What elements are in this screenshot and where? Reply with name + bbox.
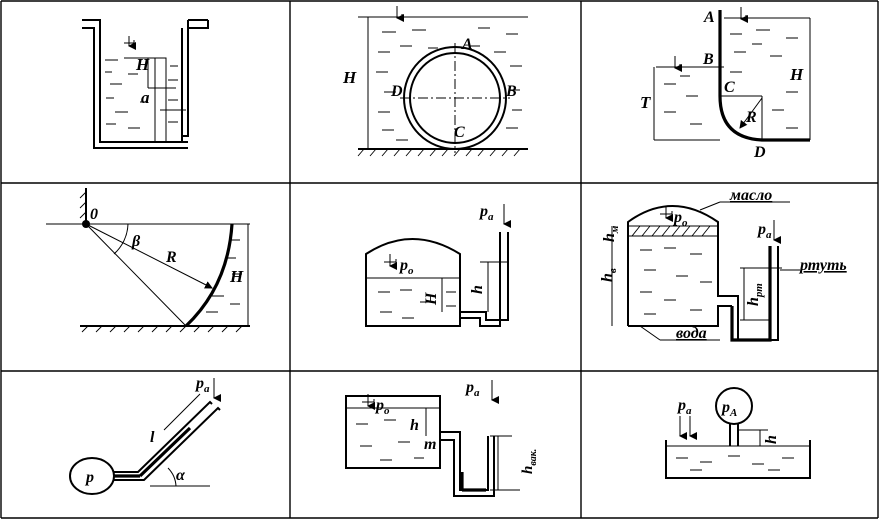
pa-main: p — [464, 379, 474, 396]
label-p0: po — [398, 257, 414, 277]
p0-sub: o — [682, 217, 688, 229]
pa-sub: a — [488, 211, 494, 223]
cell-2-pipe-in-water: H A B C D — [342, 6, 528, 157]
label-p: p — [84, 469, 94, 486]
label-voda: вода — [676, 325, 707, 342]
pA-sub: A — [729, 407, 737, 419]
label-pa: pa — [676, 397, 692, 417]
label-beta: β — [131, 233, 141, 250]
cell-7-inclined-manometer: pa l α p — [69, 375, 221, 495]
p0-sub: o — [384, 405, 390, 417]
label-alpha: α — [176, 467, 186, 484]
label-m: m — [424, 436, 436, 453]
hv-sub: в — [607, 268, 619, 273]
label-H: H — [135, 55, 150, 74]
label-a: a — [141, 88, 150, 107]
cell-8-vacuum-gauge: po pa h m hвак. — [345, 379, 539, 497]
label-H: H — [342, 68, 357, 87]
label-l: l — [150, 429, 155, 446]
cell-1-tank: H a — [82, 19, 209, 149]
cell-4-sector-gate: 0 β R H — [46, 188, 250, 333]
p0-main: p — [398, 257, 408, 274]
hv-main: h — [599, 273, 616, 282]
label-h: h — [763, 435, 780, 444]
label-zero: 0 — [90, 206, 98, 223]
label-A: A — [461, 36, 473, 53]
label-H: H — [423, 292, 440, 306]
label-R: R — [745, 109, 757, 126]
label-D: D — [390, 83, 403, 100]
cell-9-gauge-tank: pa pA h — [665, 387, 811, 479]
pa-main: p — [756, 221, 766, 238]
pa-sub: a — [204, 383, 210, 395]
pA-main: p — [720, 399, 730, 416]
hvak-main: h — [520, 466, 536, 474]
label-hm: hм — [601, 225, 621, 242]
p0-main: p — [374, 397, 384, 414]
label-T: T — [640, 93, 651, 112]
cell-5-closed-tank-piezometer: pa po H h — [365, 203, 511, 327]
label-hrt: hрт — [745, 283, 765, 306]
hrt-main: h — [745, 297, 762, 306]
label-C: C — [724, 79, 735, 96]
pa-main: p — [194, 375, 204, 392]
p0-main: p — [672, 209, 682, 226]
cell-3-curved-wall: A B C D H T R — [640, 7, 811, 161]
label-C: C — [454, 124, 465, 141]
label-hvak: hвак. — [520, 449, 539, 474]
label-p0: po — [672, 209, 688, 229]
pa-sub: a — [686, 405, 692, 417]
label-D: D — [753, 144, 766, 161]
label-pa: pa — [756, 221, 772, 241]
label-maslo: масло — [729, 187, 772, 204]
pa-sub: a — [766, 229, 772, 241]
label-h: h — [469, 285, 486, 294]
label-p0: po — [374, 397, 390, 417]
label-rtut: ртуть — [798, 257, 847, 274]
pa-main: p — [676, 397, 686, 414]
label-B: B — [505, 83, 517, 100]
label-H: H — [229, 267, 244, 286]
label-pa: pa — [464, 379, 480, 399]
hvak-sub: вак. — [528, 449, 539, 466]
label-pa: pa — [194, 375, 210, 395]
label-pA: pA — [720, 399, 737, 419]
label-hv: hв — [599, 268, 619, 282]
label-pa: pa — [478, 203, 494, 223]
hrt-sub: рт — [753, 283, 765, 298]
label-h: h — [410, 417, 419, 434]
p0-sub: o — [408, 265, 414, 277]
pa-sub: a — [474, 387, 480, 399]
label-B: B — [702, 51, 714, 68]
hm-sub: м — [609, 225, 621, 234]
pa-main: p — [478, 203, 488, 220]
label-A: A — [703, 9, 715, 26]
cell-6-oil-water-mercury: масло ртуть вода po pa hм hв hрт — [599, 187, 847, 342]
label-H: H — [789, 65, 804, 84]
label-R: R — [165, 249, 177, 266]
hm-main: h — [601, 233, 618, 242]
